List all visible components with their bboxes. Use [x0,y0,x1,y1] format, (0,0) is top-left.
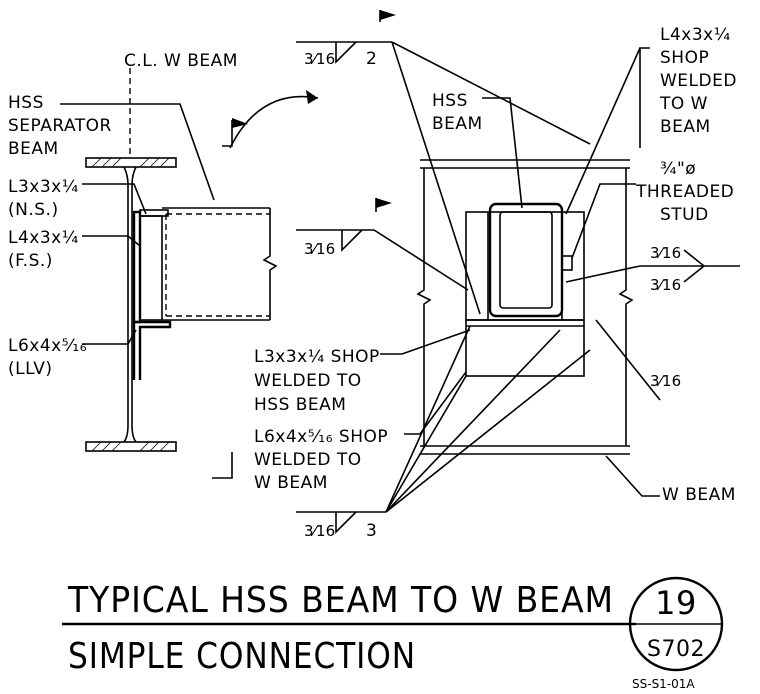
weld-right-low-size: 3⁄16 [650,372,681,390]
title-block [62,576,724,672]
stud-label-2: THREADED [635,182,734,202]
weld-symbol-left [296,198,469,291]
l4-shop-label-5: BEAM [660,117,711,137]
hss-separator-label-3: BEAM [8,139,59,159]
l4-shop-label-2: SHOP [660,48,709,68]
l3-shop-label-2: WELDED TO [254,371,362,391]
l6-shop-label-3: W BEAM [254,473,328,493]
stud-label-3: STUD [660,205,709,225]
weld-top-length: 2 [366,49,377,69]
right-elevation-view [416,159,634,455]
l6-shop-label-2: WELDED TO [254,450,362,470]
hss-beam-label-2: BEAM [432,114,483,134]
l4-shop-angle [465,211,585,321]
l6-shop-angle [465,319,585,377]
l3-shop-label-1: L3x3x¼ SHOP [254,347,380,367]
w-beam-bottom-flange [85,441,177,452]
weld-symbol-top [296,10,591,315]
break-line [262,208,278,320]
l3-label: L3x3x¼ [8,177,79,197]
l4-shop-label-3: WELDED [660,71,737,91]
hss-separator-label-1: HSS [8,93,44,113]
weld-bottom-size: 3⁄16 [304,522,335,540]
weld-right-top-size: 3⁄16 [650,244,681,262]
hss-beam-label-1: HSS [432,91,468,111]
weld-bottom-length: 3 [366,521,377,541]
l6-shop-label-1: L6x4x⁵⁄₁₆ SHOP [254,427,388,447]
l6-llv-label: (LLV) [8,359,52,379]
weld-symbol-bottom [296,325,591,534]
weld-top-size: 3⁄16 [304,50,335,68]
w-beam-label: W BEAM [662,485,736,505]
l3-angle [132,210,142,324]
drawing-id: SS-S1-01A [632,677,695,691]
hss-separator-label-2: SEPARATOR [8,116,112,136]
sheet-number: S702 [647,637,705,662]
l4-shop-label-1: L4x3x¼ [660,25,731,45]
l6-angle [134,320,172,380]
l6-label: L6x4x⁵⁄₁₆ [8,336,87,356]
cl-w-beam-label: C.L. W BEAM [124,51,238,71]
l3-ns-label: (N.S.) [8,200,59,220]
weld-symbol-right [565,249,740,401]
l4-shop-label-4: TO W [659,94,708,114]
left-section-view [60,68,319,482]
l4-angle [139,215,163,321]
l4-label: L4x3x¼ [8,228,79,248]
title-line-1: TYPICAL HSS BEAM TO W BEAM [67,580,614,621]
threaded-stud [561,255,573,271]
l4-fs-label: (F.S.) [8,251,53,271]
weld-right-mid-size: 3⁄16 [650,276,681,294]
l3-shop-label-3: HSS BEAM [254,395,346,415]
weld-left-size: 3⁄16 [304,240,335,258]
w-beam-top-flange [85,157,177,168]
detail-number: 19 [655,584,697,622]
stud-label-1: ¾"ø [660,159,696,179]
title-line-2: SIMPLE CONNECTION [68,636,416,677]
